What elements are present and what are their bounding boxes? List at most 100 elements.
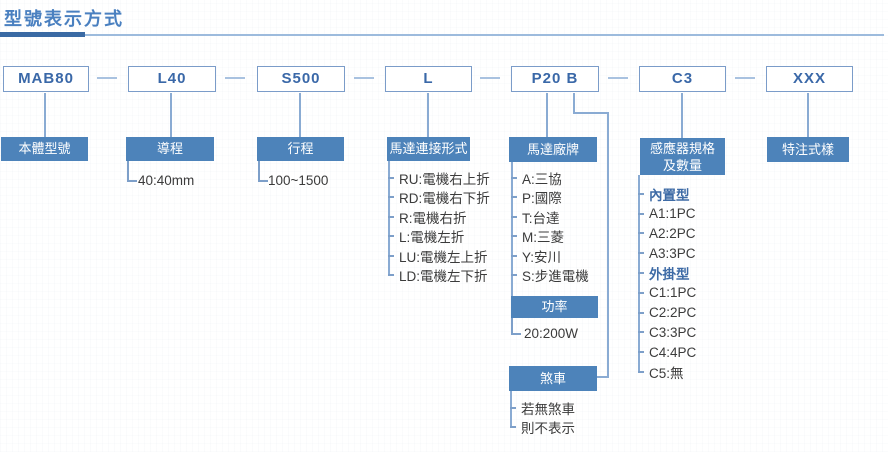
list-trunk-line xyxy=(510,391,512,427)
dash-connector xyxy=(735,77,755,79)
tick-line xyxy=(638,252,644,255)
list-item-label: L:電機左折 xyxy=(399,230,465,246)
list-item: RU:電機右上折 xyxy=(388,168,490,188)
list-item: C4:4PC xyxy=(638,342,696,362)
page-title: 型號表示方式 xyxy=(4,9,124,29)
code-box-motor-mount: L xyxy=(385,66,472,92)
motor-brand-list: A:三協 P:國際 T:台達 M:三菱 Y:安川 S:步進電機 xyxy=(511,168,589,285)
dash-connector xyxy=(225,77,245,79)
tick-line xyxy=(388,235,394,238)
list-item: C5:無 xyxy=(638,362,696,382)
list-item-label: 內置型 xyxy=(649,187,690,203)
title-underline-accent xyxy=(0,32,85,37)
list-item-label: RD:電機右下折 xyxy=(399,191,490,207)
list-item-label: A1:1PC xyxy=(649,206,696,222)
dash-connector xyxy=(97,77,117,79)
list-item-label: 則不表示 xyxy=(521,421,575,437)
list-item-label: LD:電機左下折 xyxy=(399,269,488,285)
tick-line xyxy=(511,215,517,218)
list-item-label: 若無煞車 xyxy=(521,401,575,417)
list-item: 若無煞車 xyxy=(510,398,575,418)
brake-connector-line xyxy=(573,93,575,114)
power-value: 20:200W xyxy=(524,326,579,341)
list-item: RD:電機右下折 xyxy=(388,188,490,208)
list-item: R:電機右折 xyxy=(388,207,490,227)
list-item-label: LU:電機左上折 xyxy=(399,249,488,265)
tick-line xyxy=(388,196,394,199)
tick-line xyxy=(388,254,394,257)
list-item: LD:電機左下折 xyxy=(388,266,490,286)
list-item-label: C1:1PC xyxy=(649,285,697,301)
connector-line xyxy=(44,93,46,137)
list-item: T:台達 xyxy=(511,207,589,227)
list-item: C3:3PC xyxy=(638,323,696,343)
tick-line xyxy=(638,291,644,294)
code-box-body-model: MAB80 xyxy=(3,66,89,92)
list-item-label: C3:3PC xyxy=(649,324,697,340)
tick-line xyxy=(638,371,644,374)
code-box-sensor: C3 xyxy=(639,66,726,92)
connector-line xyxy=(427,93,429,137)
tick-line xyxy=(511,196,517,199)
tick-line xyxy=(638,311,644,314)
brake-list: 若無煞車 則不表示 xyxy=(510,398,575,437)
motor-mount-list: RU:電機右上折 RD:電機右下折 R:電機右折 L:電機左折 LU:電機左上折… xyxy=(388,168,490,285)
brake-connector-line xyxy=(597,376,609,378)
tick-line xyxy=(511,254,517,257)
list-trunk-line xyxy=(511,162,513,296)
list-item-label: C4:4PC xyxy=(649,344,697,360)
list-item: C2:2PC xyxy=(638,303,696,323)
list-item: A3:3PC xyxy=(638,243,696,263)
label-brake: 煞車 xyxy=(509,366,597,391)
tick-line xyxy=(510,426,516,429)
list-item-label: RU:電機右上折 xyxy=(399,171,490,187)
tick-line xyxy=(638,351,644,354)
connector-line xyxy=(546,93,548,137)
connector-line xyxy=(807,93,809,137)
list-item: M:三菱 xyxy=(511,227,589,247)
code-box-stroke: S500 xyxy=(257,66,345,92)
dash-connector xyxy=(608,77,628,79)
label-special: 特注式樣 xyxy=(767,137,849,162)
list-item-label: M:三菱 xyxy=(522,230,564,246)
tick-line xyxy=(638,331,644,334)
list-item: LU:電機左上折 xyxy=(388,246,490,266)
list-item-label: R:電機右折 xyxy=(399,210,467,226)
tick-line xyxy=(638,232,644,235)
list-item-label: S:步進電機 xyxy=(522,269,589,285)
tick-line xyxy=(511,235,517,238)
label-sensor-line1: 感應器規格 xyxy=(649,140,715,156)
list-item: Y:安川 xyxy=(511,246,589,266)
connector-line xyxy=(681,93,683,138)
list-item: 內置型 xyxy=(638,184,696,204)
list-item-label: T:台達 xyxy=(522,210,560,226)
code-box-special: XXX xyxy=(766,66,853,92)
tick-line xyxy=(388,274,394,277)
tick-line xyxy=(510,406,516,409)
tick-line xyxy=(511,176,517,179)
list-item: A:三協 xyxy=(511,168,589,188)
label-power: 功率 xyxy=(511,296,598,318)
list-trunk-line xyxy=(388,161,390,275)
tick-line xyxy=(638,192,644,195)
list-item: A1:1PC xyxy=(638,204,696,224)
list-item: 外掛型 xyxy=(638,263,696,283)
code-box-motor-brand: P20 B xyxy=(511,66,599,92)
dash-connector xyxy=(480,77,500,79)
corner-line xyxy=(258,161,268,182)
brake-connector-line xyxy=(607,112,609,378)
label-motor-mount: 馬達連接形式 xyxy=(387,137,470,161)
tick-line xyxy=(388,176,394,179)
list-item: 則不表示 xyxy=(510,418,575,438)
list-item: C1:1PC xyxy=(638,283,696,303)
corner-line xyxy=(511,318,521,335)
label-lead: 導程 xyxy=(126,137,214,161)
label-motor-brand: 馬達廠牌 xyxy=(509,137,597,162)
list-item: L:電機左折 xyxy=(388,227,490,247)
list-item-label: C5:無 xyxy=(649,366,684,382)
stroke-value: 100~1500 xyxy=(268,173,329,188)
code-box-lead: L40 xyxy=(128,66,216,92)
tick-line xyxy=(638,212,644,215)
sensor-list: 內置型 A1:1PC A2:2PC A3:3PC 外掛型 C1:1PC C2:2… xyxy=(638,184,696,382)
